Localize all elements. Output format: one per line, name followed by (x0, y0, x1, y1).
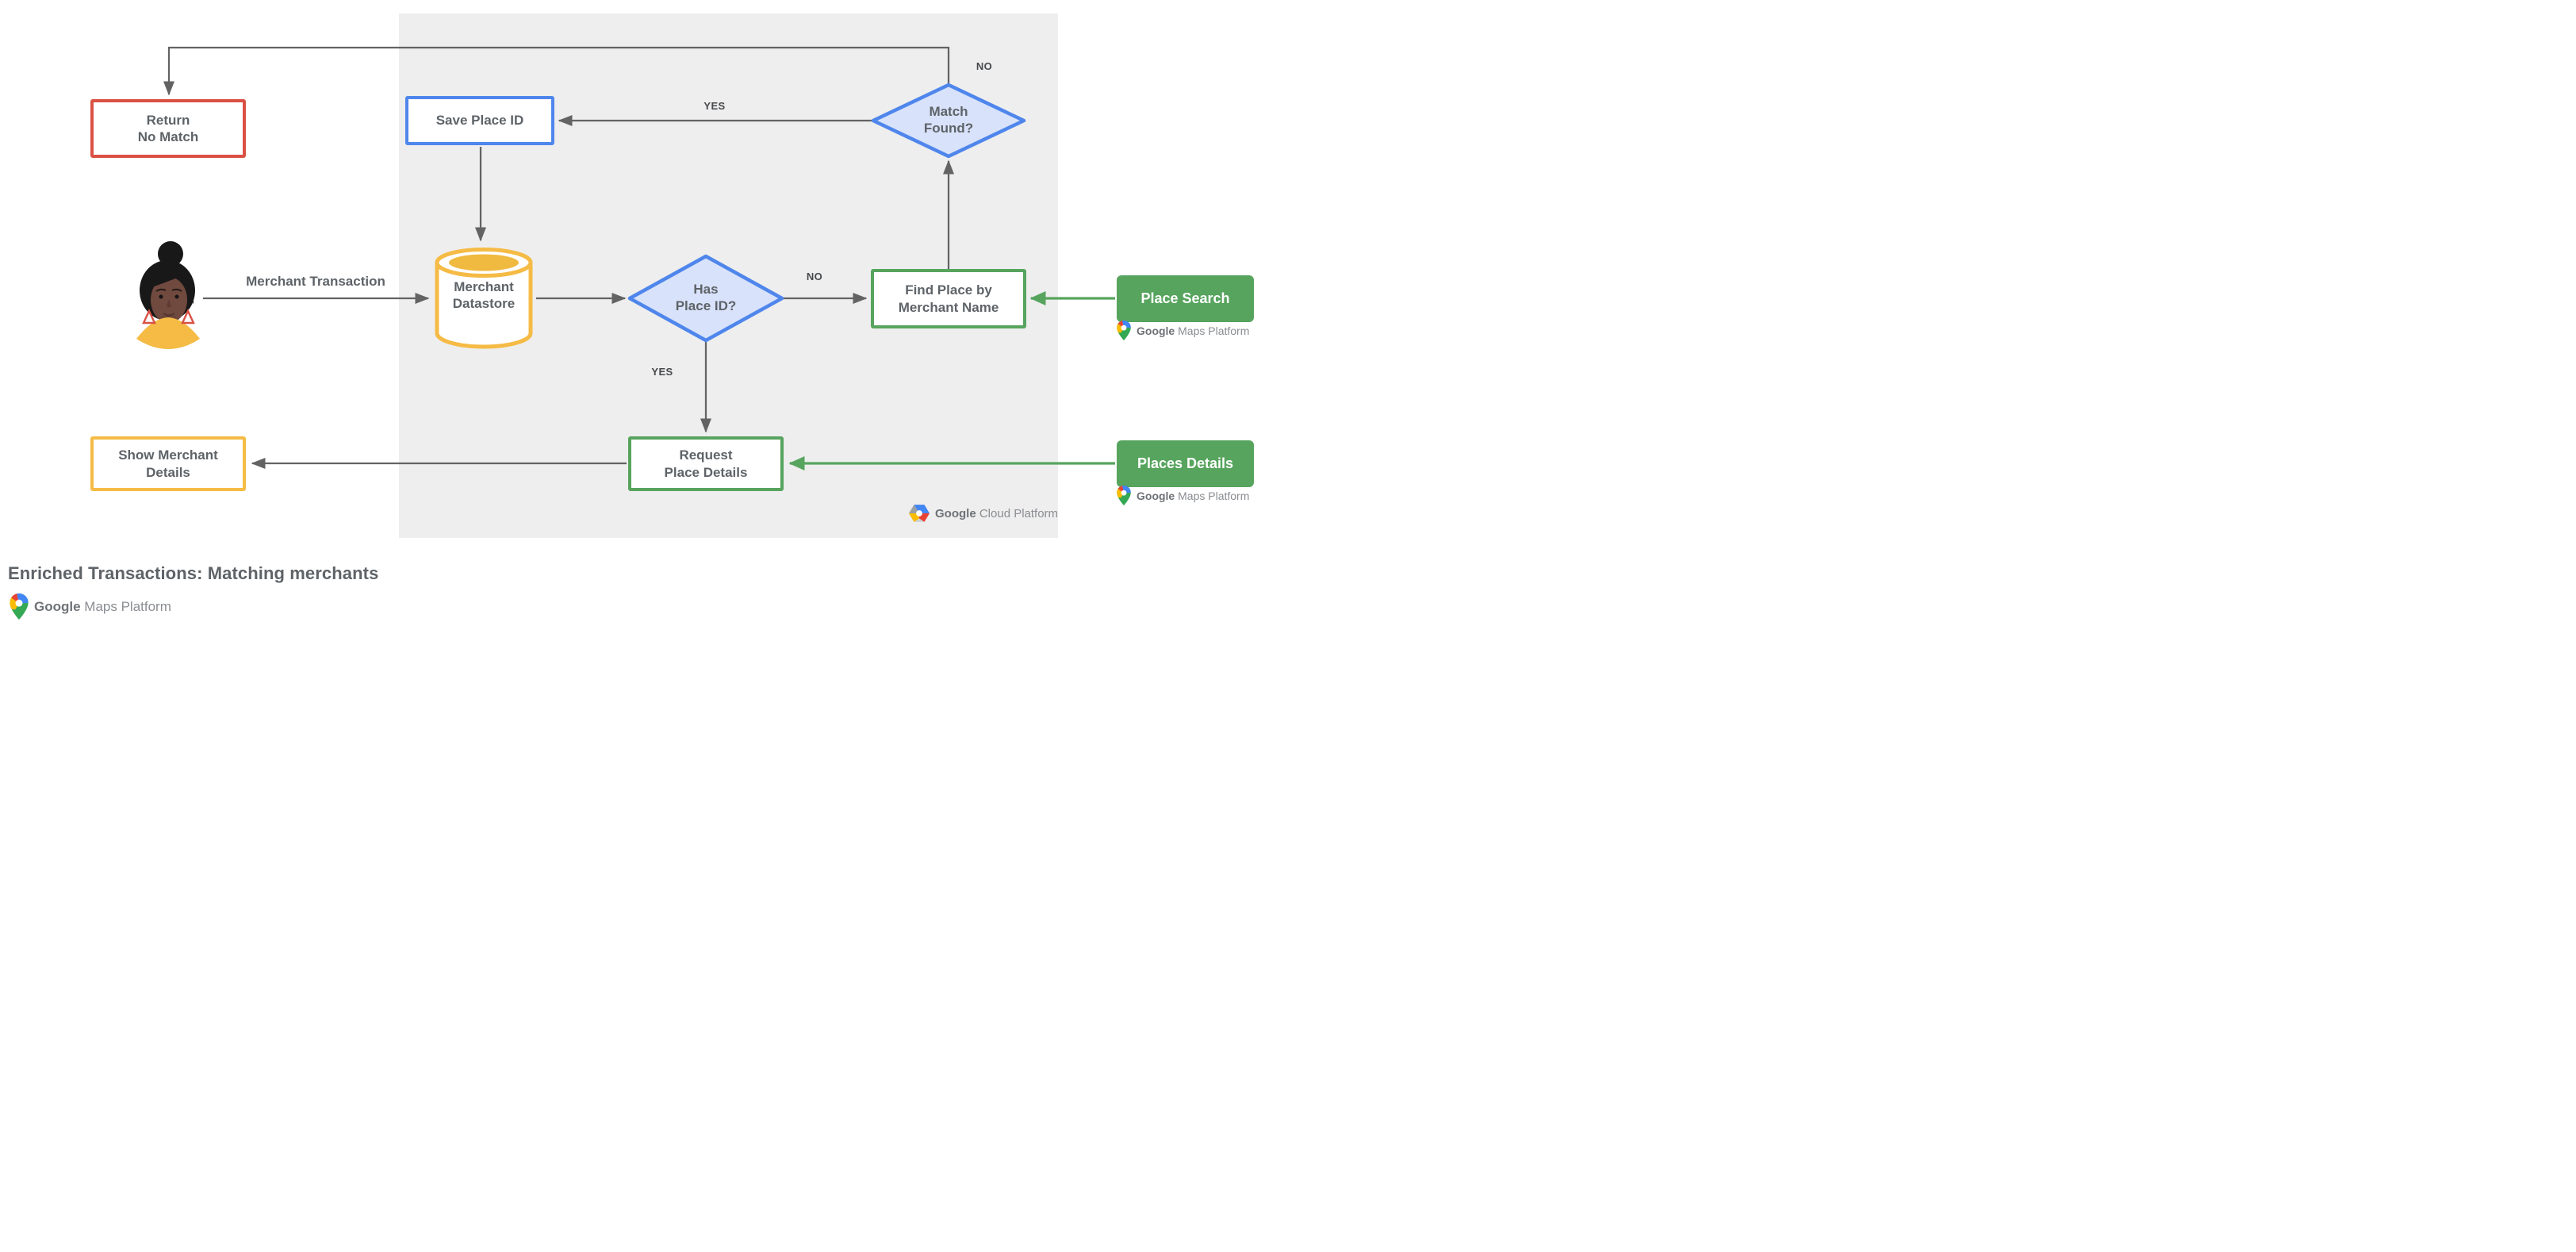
save-place-id-label: Save Place ID (435, 113, 524, 129)
gmp-logo-place-search: Google Maps Platform (1117, 321, 1249, 340)
find-place-label-line2: Merchant Name (898, 299, 999, 315)
edge-label-no-mid: NO (806, 271, 823, 282)
gmp-footer-text-google: Google (34, 598, 81, 614)
edge-label-yes-top: YES (703, 100, 726, 112)
request-place-details-label-line1: Request (679, 447, 733, 463)
gmp-logo-places-details: Google Maps Platform (1117, 486, 1249, 505)
gcp-logo-text-rest: Cloud Platform (979, 506, 1059, 520)
find-place-label-line1: Find Place by (905, 282, 992, 298)
connectors-svg (136, 46, 1115, 470)
request-place-details-box: Request Place Details (628, 436, 784, 491)
gmp-logo-text-rest: Maps Platform (1178, 489, 1250, 502)
google-cloud-hexagon-icon (909, 505, 930, 522)
google-maps-pin-icon (10, 593, 29, 620)
gmp-footer-text-rest: Maps Platform (84, 598, 171, 614)
gmp-logo-text-rest: Maps Platform (1178, 324, 1250, 337)
merchant-datastore-label: Merchant Datastore (452, 279, 516, 311)
show-merchant-details-label-line1: Show Merchant (118, 447, 218, 463)
return-no-match-box: Return No Match (90, 99, 246, 158)
places-details-label: Places Details (1137, 455, 1234, 472)
has-place-id-diamond (627, 254, 784, 343)
edge-label-yes-mid: YES (651, 366, 673, 378)
google-maps-pin-icon (1117, 321, 1131, 340)
gmp-logo-text-google: Google (1137, 489, 1175, 502)
merchant-transaction-label: Merchant Transaction (246, 274, 385, 289)
match-found-label: Match Found? (923, 104, 974, 136)
places-details-box: Places Details (1117, 440, 1254, 487)
place-search-box: Place Search (1117, 275, 1254, 322)
show-merchant-details-label-line2: Details (146, 464, 190, 480)
gmp-logo-footer: Google Maps Platform (10, 593, 171, 620)
gmp-logo-text-google: Google (1137, 324, 1175, 337)
save-place-id-box: Save Place ID (405, 96, 554, 145)
gcp-logo: Google Cloud Platform (909, 505, 1058, 522)
request-place-details-label-line2: Place Details (664, 464, 748, 480)
merchant-datastore-cylinder (435, 248, 533, 349)
edge-matchfound-no-to-return (163, 46, 950, 96)
has-place-id-label: Has Place ID? (675, 282, 737, 313)
edge-label-no-top: NO (976, 60, 993, 72)
gcp-logo-text-google: Google (935, 506, 976, 520)
return-no-match-label-line1: Return (146, 112, 190, 128)
user-avatar (136, 241, 200, 349)
show-merchant-details-box: Show Merchant Details (90, 436, 246, 491)
return-no-match-label-line2: No Match (137, 129, 199, 144)
diagram-title: Enriched Transactions: Matching merchant… (8, 563, 379, 583)
flowchart-canvas: Return No Match Save Place ID Find Place… (0, 0, 1288, 626)
match-found-diamond (871, 83, 1026, 159)
place-search-label: Place Search (1140, 290, 1230, 307)
find-place-box: Find Place by Merchant Name (871, 269, 1026, 328)
google-maps-pin-icon (1117, 486, 1131, 505)
